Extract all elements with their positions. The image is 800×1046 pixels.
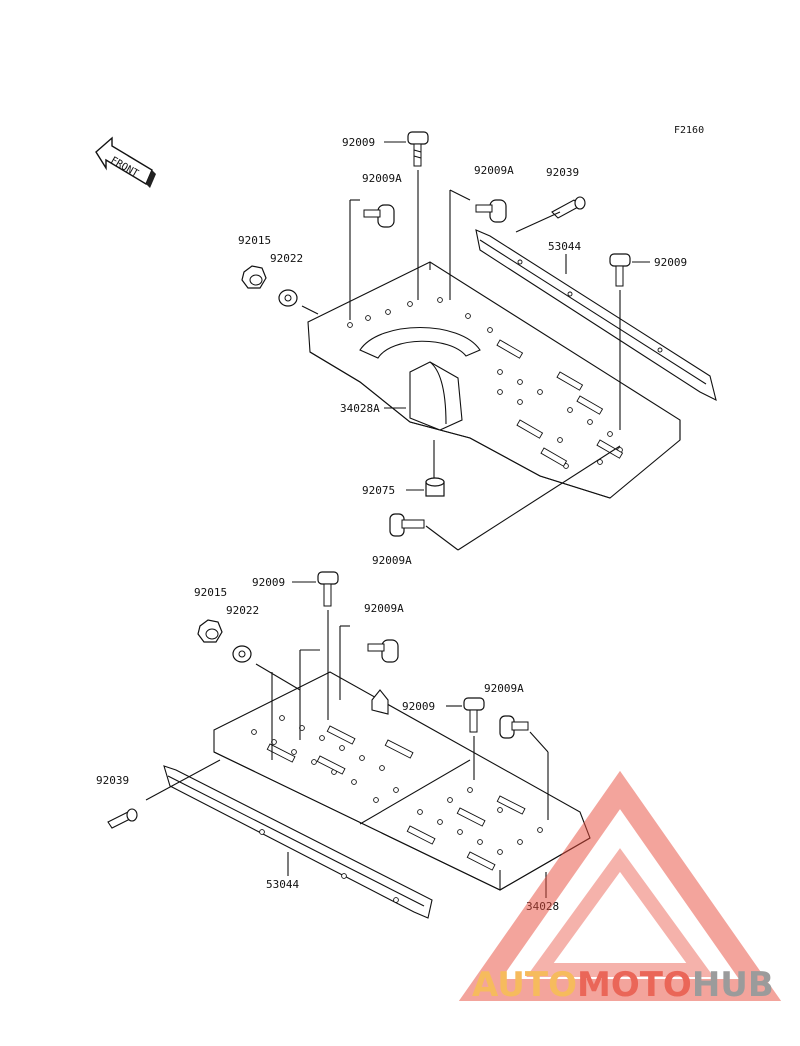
label-upper-53044: 53044 xyxy=(548,240,581,253)
label-lower-92009A-right: 92009A xyxy=(484,682,524,695)
upper-plate-holes xyxy=(347,297,623,469)
lower-leader-lines xyxy=(145,581,549,898)
upper-bolt-92009A-left-icon xyxy=(363,204,395,228)
upper-rail-53044 xyxy=(475,229,717,402)
upper-nut-92015-icon xyxy=(241,265,267,289)
svg-text:AUTOMOTOHUB: AUTOMOTOHUB xyxy=(472,965,774,1005)
lower-washer-92022-icon xyxy=(232,645,252,663)
lower-plate-slots xyxy=(266,725,526,871)
upper-leader-lines xyxy=(301,141,650,551)
label-upper-92022: 92022 xyxy=(270,252,303,265)
lower-bolt-92009A-left-icon xyxy=(367,639,399,663)
lower-plate-holes xyxy=(251,715,543,855)
label-upper-92009A-left: 92009A xyxy=(362,172,402,185)
lower-carrier-assembly xyxy=(163,671,591,919)
label-upper-92015: 92015 xyxy=(238,234,271,247)
upper-plate-slots xyxy=(496,339,624,467)
lower-bolt-92009-mid-icon xyxy=(463,697,485,733)
label-upper-92075: 92075 xyxy=(362,484,395,497)
label-lower-92009-top: 92009 xyxy=(252,576,285,589)
label-lower-53044: 53044 xyxy=(266,878,299,891)
watermark-auto: AUTO xyxy=(472,965,577,1005)
label-upper-92009-top: 92009 xyxy=(342,136,375,149)
watermark-hub: HUB xyxy=(692,965,774,1005)
label-lower-92022: 92022 xyxy=(226,604,259,617)
label-upper-92009-right: 92009 xyxy=(654,256,687,269)
label-upper-92009A-mid: 92009A xyxy=(474,164,514,177)
label-lower-92009-mid: 92009 xyxy=(402,700,435,713)
upper-washer-92022-icon xyxy=(278,289,298,307)
upper-bolt-92009-right-icon xyxy=(609,253,631,287)
upper-carrier-assembly xyxy=(307,229,717,499)
lower-bolt-92009-top-icon xyxy=(317,571,339,607)
front-arrow-icon: FRONT xyxy=(95,136,156,188)
watermark-moto: MOTO xyxy=(577,965,692,1005)
label-upper-92009A-bottom: 92009A xyxy=(372,554,412,567)
upper-pin-92039-icon xyxy=(551,196,586,219)
upper-bolt-92009-icon xyxy=(407,131,429,167)
label-upper-34028A: 34028A xyxy=(340,402,380,415)
lower-bolt-92009A-right-icon xyxy=(499,715,529,739)
watermark-triangle-icon xyxy=(458,770,782,1001)
lower-pin-92039-icon xyxy=(107,808,138,829)
label-lower-92009A-left: 92009A xyxy=(364,602,404,615)
upper-bolt-92009A-bottom-icon xyxy=(389,513,425,537)
label-lower-92039: 92039 xyxy=(96,774,129,787)
automotohub-watermark: AUTOMOTOHUB xyxy=(458,770,782,1005)
upper-collar-92075-icon xyxy=(425,477,445,497)
lower-nut-92015-icon xyxy=(197,619,223,643)
upper-bolt-92009A-mid-icon xyxy=(475,199,507,223)
label-lower-92015: 92015 xyxy=(194,586,227,599)
upper-plate-34028A xyxy=(307,261,681,499)
ref-code: F2160 xyxy=(674,125,704,136)
label-upper-92039: 92039 xyxy=(546,166,579,179)
